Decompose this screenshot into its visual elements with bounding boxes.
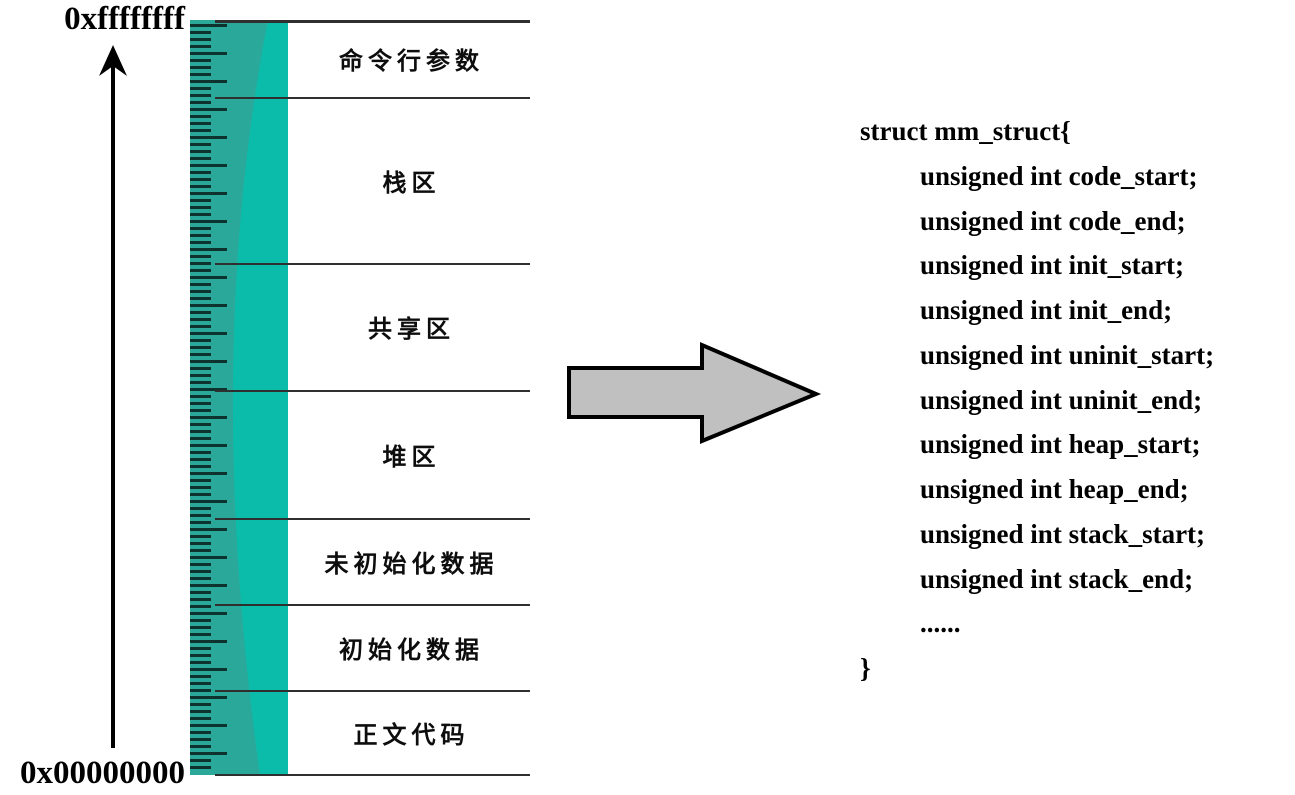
code-line: unsigned int code_end; bbox=[920, 205, 1186, 236]
segment-divider-line bbox=[215, 518, 530, 520]
code-block: struct mm_struct{ unsigned int code_start… bbox=[860, 109, 1214, 691]
code-line: struct mm_struct{ bbox=[860, 116, 1071, 146]
code-line: } bbox=[860, 653, 871, 683]
segment-divider-line bbox=[215, 774, 530, 776]
segment-label: 共享区 bbox=[368, 317, 455, 343]
ruler-ticks-major bbox=[190, 24, 227, 773]
code-line: unsigned int uninit_end; bbox=[920, 384, 1203, 415]
code-line: ...... bbox=[920, 608, 961, 639]
address-bottom-label: 0x00000000 bbox=[20, 755, 185, 791]
ruler-graphic bbox=[190, 20, 288, 775]
segment-divider-line bbox=[215, 263, 530, 265]
code-line: unsigned int heap_start; bbox=[920, 429, 1201, 460]
segment-divider-line bbox=[215, 390, 530, 392]
segment-label: 堆区 bbox=[382, 444, 441, 471]
memory-segments: 命令行参数栈区共享区堆区未初始化数据初始化数据正文代码 bbox=[215, 20, 530, 776]
code-line: unsigned int stack_end; bbox=[920, 563, 1194, 594]
code-line: unsigned int code_start; bbox=[920, 160, 1198, 191]
code-line: unsigned int stack_start; bbox=[920, 518, 1206, 549]
code-line: unsigned int init_start; bbox=[920, 250, 1185, 281]
code-line: unsigned int heap_end; bbox=[920, 474, 1189, 504]
segment-divider-line bbox=[215, 690, 530, 692]
code-line: unsigned int init_end; bbox=[920, 295, 1173, 325]
segment-label: 未初始化数据 bbox=[324, 551, 499, 578]
up-arrow-icon bbox=[99, 45, 127, 748]
right-arrow-icon bbox=[567, 341, 822, 444]
segment-divider-line bbox=[215, 97, 530, 99]
code-line: unsigned int uninit_start; bbox=[920, 339, 1215, 370]
segment-label: 正文代码 bbox=[353, 723, 470, 749]
segment-label: 命令行参数 bbox=[339, 49, 484, 75]
segment-divider-line bbox=[215, 604, 530, 606]
segment-divider-line bbox=[215, 20, 530, 23]
segment-label: 栈区 bbox=[382, 170, 441, 197]
address-top-label: 0xffffffff bbox=[64, 1, 185, 37]
segment-label: 初始化数据 bbox=[339, 637, 484, 664]
